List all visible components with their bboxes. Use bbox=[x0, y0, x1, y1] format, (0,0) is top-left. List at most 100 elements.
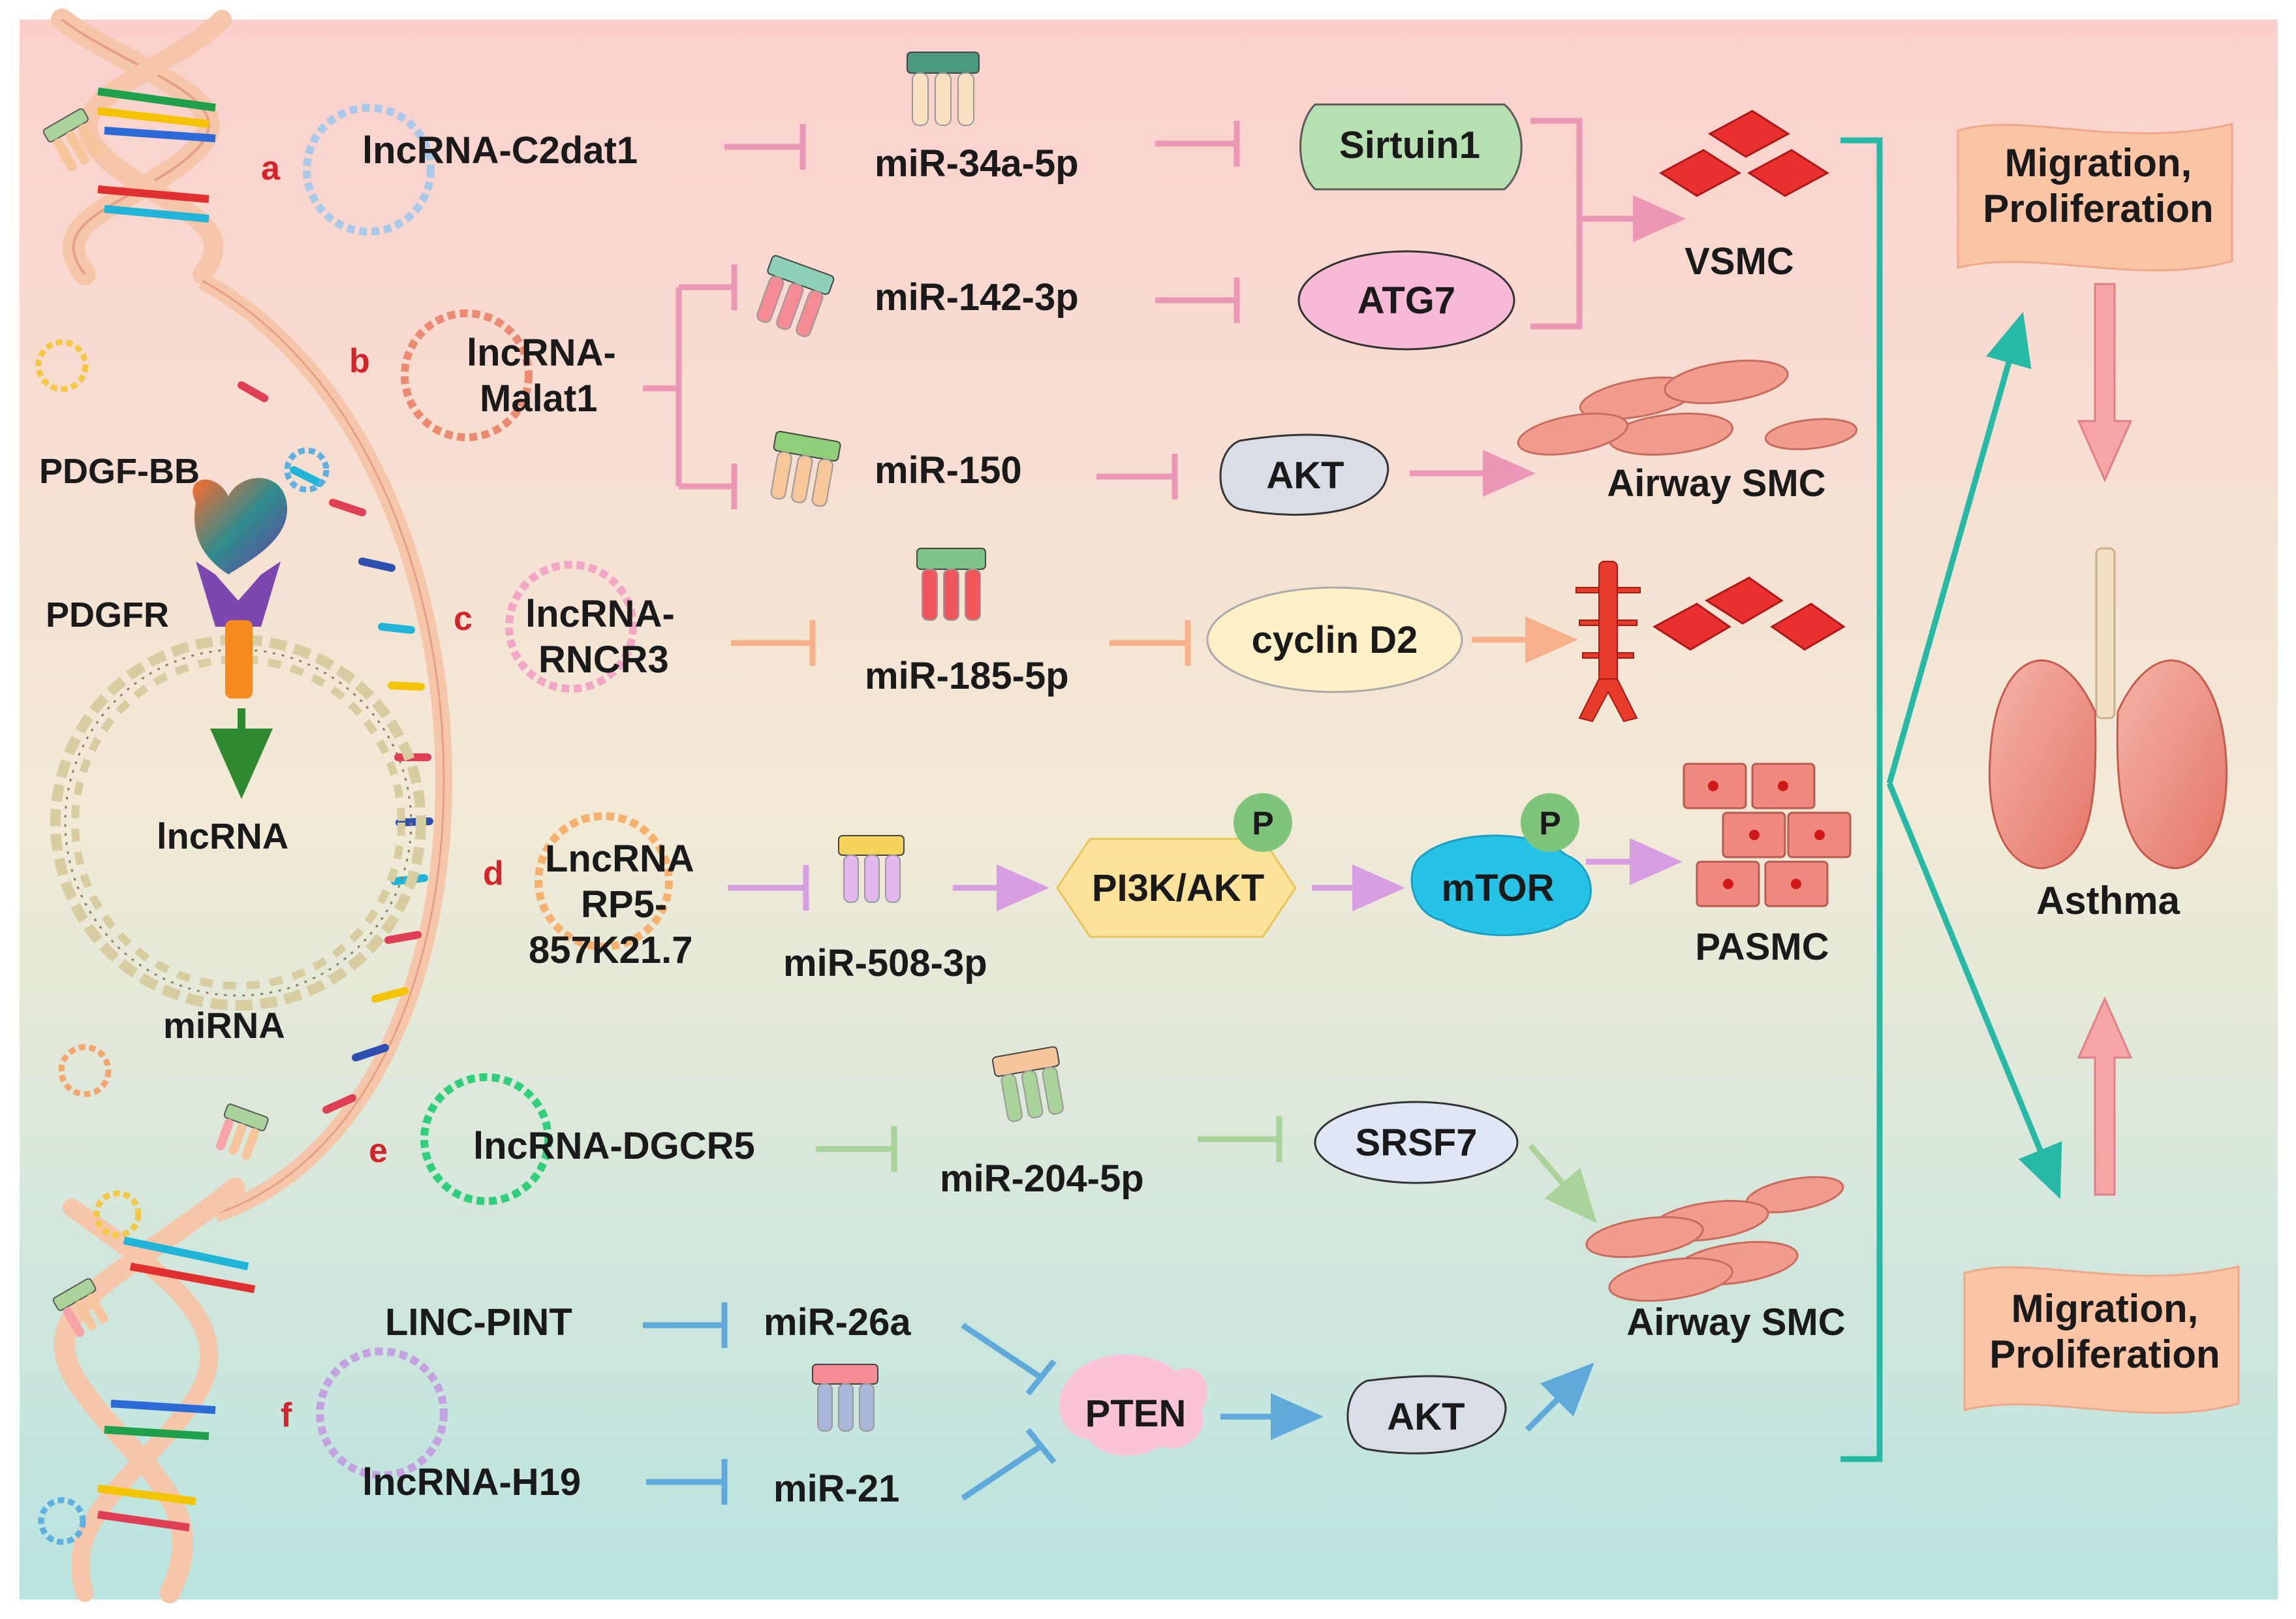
airway-smc-label-ef: Airway SMC bbox=[1626, 1301, 1845, 1344]
outcome-arrow-up bbox=[1886, 311, 2032, 785]
row-b-mirna2: miR-150 bbox=[875, 449, 1022, 492]
decorative-mirna-fragments bbox=[42, 108, 269, 1338]
lncrna-circle-e bbox=[420, 1073, 552, 1205]
row-b-inhibit-2 bbox=[1155, 277, 1240, 323]
outcome-arrow-down bbox=[1886, 782, 2062, 1199]
row-c-target-shape bbox=[1206, 586, 1463, 693]
row-f-target1: PTEN bbox=[1085, 1392, 1187, 1435]
vsmc-cells bbox=[1659, 110, 1829, 197]
row-a-inhibit-1 bbox=[724, 124, 806, 170]
row-b-branch bbox=[643, 264, 737, 509]
row-letter-c: c bbox=[454, 600, 473, 638]
row-d-lncrna-line3: 857K21.7 bbox=[529, 929, 693, 971]
row-d-phospho2-badge bbox=[1521, 793, 1579, 852]
row-d-target2: mTOR bbox=[1442, 867, 1555, 909]
row-c-lncrna-line1: lncRNA- bbox=[525, 593, 675, 635]
row-d-target2-shape bbox=[1410, 834, 1592, 936]
row-f-mirna-icon bbox=[812, 1364, 878, 1432]
row-e-mirna: miR-204-5p bbox=[940, 1157, 1144, 1200]
mirna-center-label: miRNA bbox=[163, 1005, 285, 1046]
row-c-red-cells bbox=[1652, 576, 1846, 651]
row-c-lncrna-line2: RNCR3 bbox=[538, 638, 669, 681]
pdgf-bb-ligand bbox=[193, 478, 287, 574]
row-f-mirna1: miR-26a bbox=[764, 1301, 911, 1344]
outcome-top-line2: Proliferation bbox=[1983, 187, 2213, 230]
row-c-artery-icon bbox=[1575, 561, 1641, 723]
row-d-phospho1-badge bbox=[1233, 793, 1292, 852]
row-e-lncrna: lncRNA-DGCR5 bbox=[473, 1125, 755, 1167]
row-letter-b: b bbox=[349, 342, 370, 380]
row-c-target: cyclin D2 bbox=[1252, 619, 1418, 661]
row-d-lncrna-line2: RP5- bbox=[581, 883, 667, 926]
row-d-target1: PI3K/AKT bbox=[1092, 867, 1264, 909]
row-ab-bracket bbox=[1530, 118, 1583, 330]
row-letter-f: f bbox=[281, 1396, 292, 1434]
row-b-target2: AKT bbox=[1266, 454, 1344, 497]
row-d-lncrna-line1: LncRNA bbox=[545, 838, 694, 880]
row-e-mirna-icon bbox=[991, 1046, 1064, 1122]
lungs-icon bbox=[1989, 547, 2227, 870]
row-f-inhibit-2 bbox=[961, 1323, 1057, 1501]
row-a-target-shape bbox=[1299, 103, 1523, 191]
outcome-top-line1: Migration, bbox=[2005, 141, 2192, 185]
row-f-akt-arrow bbox=[1525, 1362, 1594, 1432]
dna-helix-bottom bbox=[54, 1178, 256, 1603]
row-e-inhibit-2 bbox=[1198, 1116, 1282, 1162]
row-b-target1-shape bbox=[1297, 250, 1515, 351]
outcome-top-banner bbox=[1957, 123, 2233, 272]
row-d-inhibit-1 bbox=[728, 865, 809, 911]
pdgf-bb-label: PDGF-BB bbox=[39, 452, 200, 491]
row-d-mirna: miR-508-3p bbox=[783, 942, 987, 984]
row-b-inhibit-3 bbox=[1096, 454, 1178, 499]
row-d-phospho2: P bbox=[1539, 805, 1560, 841]
row-c-inhibit-1 bbox=[731, 620, 816, 666]
pasmc-nuclei bbox=[1708, 781, 1825, 889]
row-d-target1-shape bbox=[1056, 838, 1297, 938]
row-e-inhibit-1 bbox=[816, 1126, 897, 1172]
row-f-lncrna2: lncRNA-H19 bbox=[362, 1461, 581, 1503]
outcome-pink-arrow-down bbox=[2077, 283, 2133, 482]
pdgfr-receptor bbox=[196, 561, 281, 699]
airway-smc-label-b: Airway SMC bbox=[1607, 462, 1825, 505]
row-f-lncrna1: LINC-PINT bbox=[385, 1301, 572, 1344]
row-letter-e: e bbox=[369, 1132, 388, 1170]
outcome-bottom-banner bbox=[1963, 1265, 2240, 1414]
lncrna-circle-f bbox=[316, 1347, 448, 1479]
outcome-bottom-line2: Proliferation bbox=[1989, 1332, 2220, 1376]
row-d-mirna-icon bbox=[838, 835, 905, 903]
asthma-label: Asthma bbox=[2036, 879, 2180, 922]
row-c-mirna-icon bbox=[916, 548, 986, 621]
airway-smc-cells-b bbox=[1517, 359, 1858, 456]
decorative-rings bbox=[35, 339, 330, 1545]
lncrna-center-label: lncRNA bbox=[157, 815, 288, 857]
pdgfr-label: PDGFR bbox=[46, 595, 169, 635]
row-a-target: Sirtuin1 bbox=[1339, 124, 1480, 166]
row-f-mirna2: miR-21 bbox=[773, 1468, 899, 1510]
lncrna-circle-a bbox=[303, 104, 435, 236]
outcome-pink-arrow-up bbox=[2077, 996, 2133, 1196]
row-f-target2-shape bbox=[1346, 1375, 1507, 1454]
row-letter-a: a bbox=[261, 149, 281, 187]
row-b-target2-shape bbox=[1219, 433, 1389, 516]
pasmc-label: PASMC bbox=[1695, 926, 1829, 968]
row-b-mirna2-icon bbox=[770, 430, 841, 507]
lncrna-circles bbox=[303, 104, 673, 1479]
row-f-target2: AKT bbox=[1387, 1396, 1465, 1438]
row-e-target-shape bbox=[1314, 1101, 1519, 1184]
row-d-phospho1: P bbox=[1252, 805, 1273, 841]
row-b-lncrna-line2: Malat1 bbox=[480, 377, 598, 420]
row-a-inhibit-2 bbox=[1155, 121, 1240, 166]
row-letter-d: d bbox=[483, 855, 504, 892]
row-b-mirna1-icon bbox=[756, 255, 835, 338]
outcome-bottom-line1: Migration, bbox=[2011, 1287, 2199, 1330]
lncrna-circle-c bbox=[505, 561, 637, 693]
row-b-lncrna-line1: lncRNA- bbox=[467, 332, 616, 374]
row-b-mirna1: miR-142-3p bbox=[875, 276, 1079, 319]
row-f-target1-shape bbox=[1059, 1355, 1207, 1456]
row-b-target1: ATG7 bbox=[1357, 279, 1455, 322]
airway-smc-cells-ef bbox=[1585, 1176, 1844, 1302]
membrane-ticks bbox=[238, 381, 433, 1114]
outcome-bracket bbox=[1840, 137, 1883, 1462]
